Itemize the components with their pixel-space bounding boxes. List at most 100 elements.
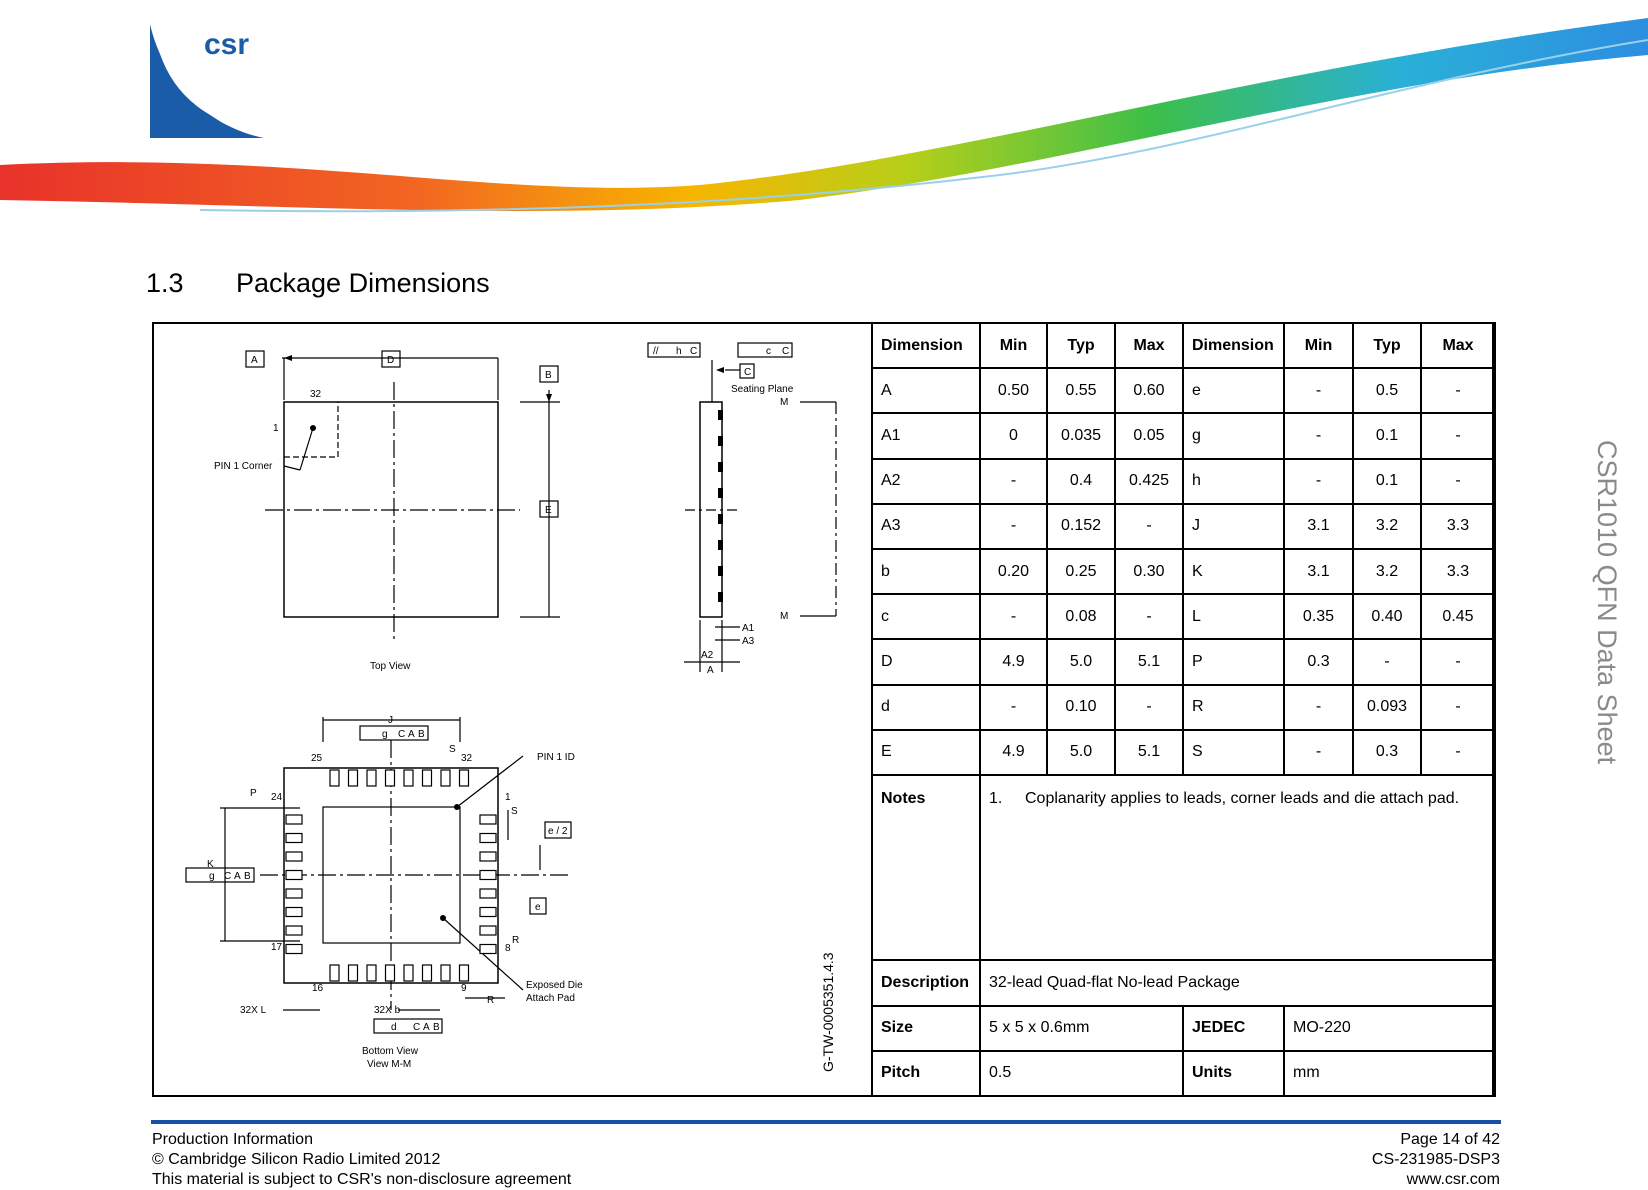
table-cell: - <box>1420 457 1496 505</box>
table-cell: - <box>1114 502 1184 551</box>
pad-right <box>479 943 497 955</box>
table-cell: 4.9 <box>979 638 1048 686</box>
section-number: 1.3 <box>146 268 184 298</box>
label-s-top: S <box>449 744 456 755</box>
table-cell: 0.10 <box>1046 683 1116 731</box>
size-label: Size <box>871 1004 981 1052</box>
top-view-label: Top View <box>370 661 411 672</box>
header-cell: Typ <box>1352 321 1422 370</box>
label-b-b: B <box>433 1022 440 1033</box>
table-cell: - <box>1283 412 1354 460</box>
pad-right <box>479 832 497 844</box>
table-cell: - <box>1283 728 1354 777</box>
note-number: 1. <box>989 790 1003 808</box>
pad-right <box>479 925 497 936</box>
header-cell: Min <box>979 321 1048 370</box>
table-cell: A3 <box>871 502 981 551</box>
label-c-j: C <box>398 729 405 740</box>
table-cell: d <box>871 683 981 731</box>
pad-right <box>479 851 497 862</box>
pad-top <box>347 769 359 787</box>
label-pin-16: 16 <box>312 983 324 994</box>
table-cell: 0.45 <box>1420 593 1496 641</box>
note-text: Coplanarity applies to leads, corner lea… <box>1025 790 1460 808</box>
pad-bottom <box>347 964 359 982</box>
label-c-ref-2: C <box>782 346 789 357</box>
pad-top <box>384 769 396 787</box>
pad-bottom <box>366 964 377 982</box>
table-cell: 0.60 <box>1114 367 1184 415</box>
datum-c-box <box>739 363 755 379</box>
pad-left <box>285 906 303 918</box>
table-cell: R <box>1182 683 1285 731</box>
table-cell: - <box>1420 638 1496 686</box>
label-d: D <box>387 355 394 366</box>
label-a-b: A <box>423 1022 430 1033</box>
label-c-small: c <box>766 346 771 357</box>
pad-top <box>403 769 414 787</box>
side-title: CSR1010 QFN Data Sheet <box>1592 440 1622 764</box>
table-cell: 5.1 <box>1114 638 1184 686</box>
label-a: A <box>251 355 258 366</box>
table-cell: - <box>1420 683 1496 731</box>
table-cell: c <box>871 593 981 641</box>
table-cell: 0.30 <box>1114 548 1184 596</box>
label-b: B <box>545 370 552 381</box>
bottom-view-label-2: View M-M <box>367 1059 411 1070</box>
label-a2: A2 <box>701 650 714 661</box>
footer-page: Page 14 of 42 <box>1400 1131 1500 1148</box>
notes-value: 1. Coplanarity applies to leads, corner l… <box>979 774 1496 962</box>
label-c-k: C <box>224 871 231 882</box>
datum-b-box <box>539 365 559 383</box>
table-cell: 0.20 <box>979 548 1048 596</box>
table-cell: 0.3 <box>1283 638 1354 686</box>
table-cell: - <box>1420 728 1496 777</box>
table-cell: 4.9 <box>979 728 1048 777</box>
table-cell: 3.3 <box>1420 548 1496 596</box>
label-m-top: M <box>780 397 788 408</box>
side-lead <box>718 436 723 446</box>
label-g-j: g <box>382 729 388 740</box>
size-value: 5 x 5 x 0.6mm <box>979 1004 1184 1052</box>
table-cell: h <box>1182 457 1285 505</box>
table-cell: 0.4 <box>1046 457 1116 505</box>
pin1-corner-label: PIN 1 Corner <box>214 461 273 472</box>
label-pin-8: 8 <box>505 943 511 954</box>
pad-bottom <box>458 964 470 982</box>
header-cell: Dimension <box>871 321 981 370</box>
table-cell: 0.035 <box>1046 412 1116 460</box>
table-cell: - <box>1283 683 1354 731</box>
pad-bottom <box>421 964 433 982</box>
table-cell: 0.5 <box>1352 367 1422 415</box>
side-title-text: CSR1010 QFN Data Sheet <box>1592 440 1622 765</box>
table-cell: - <box>979 457 1048 505</box>
table-cell: g <box>1182 412 1285 460</box>
side-lead <box>718 592 723 602</box>
label-c-b: C <box>413 1022 420 1033</box>
table-cell: P <box>1182 638 1285 686</box>
datum-a-box <box>245 350 265 368</box>
jedec-value: MO-220 <box>1283 1004 1496 1052</box>
side-lead <box>718 514 723 524</box>
pad-bottom <box>403 964 414 982</box>
package-drawing: A D B E 32 1 PIN 1 Corner Top View // h … <box>185 342 837 1072</box>
label-a3: A3 <box>742 636 755 647</box>
side-lead <box>718 566 723 576</box>
pad-top <box>329 769 340 787</box>
label-c-ref-1: C <box>690 346 697 357</box>
position-frame-k <box>185 867 255 883</box>
footer-status: Production Information <box>152 1131 313 1148</box>
position-frame-j <box>359 725 429 741</box>
label-pin-17: 17 <box>271 942 283 953</box>
header-cell: Typ <box>1046 321 1116 370</box>
table-cell: - <box>1283 367 1354 415</box>
label-32x-l: 32X L <box>240 1005 267 1016</box>
pad-right <box>479 888 497 899</box>
